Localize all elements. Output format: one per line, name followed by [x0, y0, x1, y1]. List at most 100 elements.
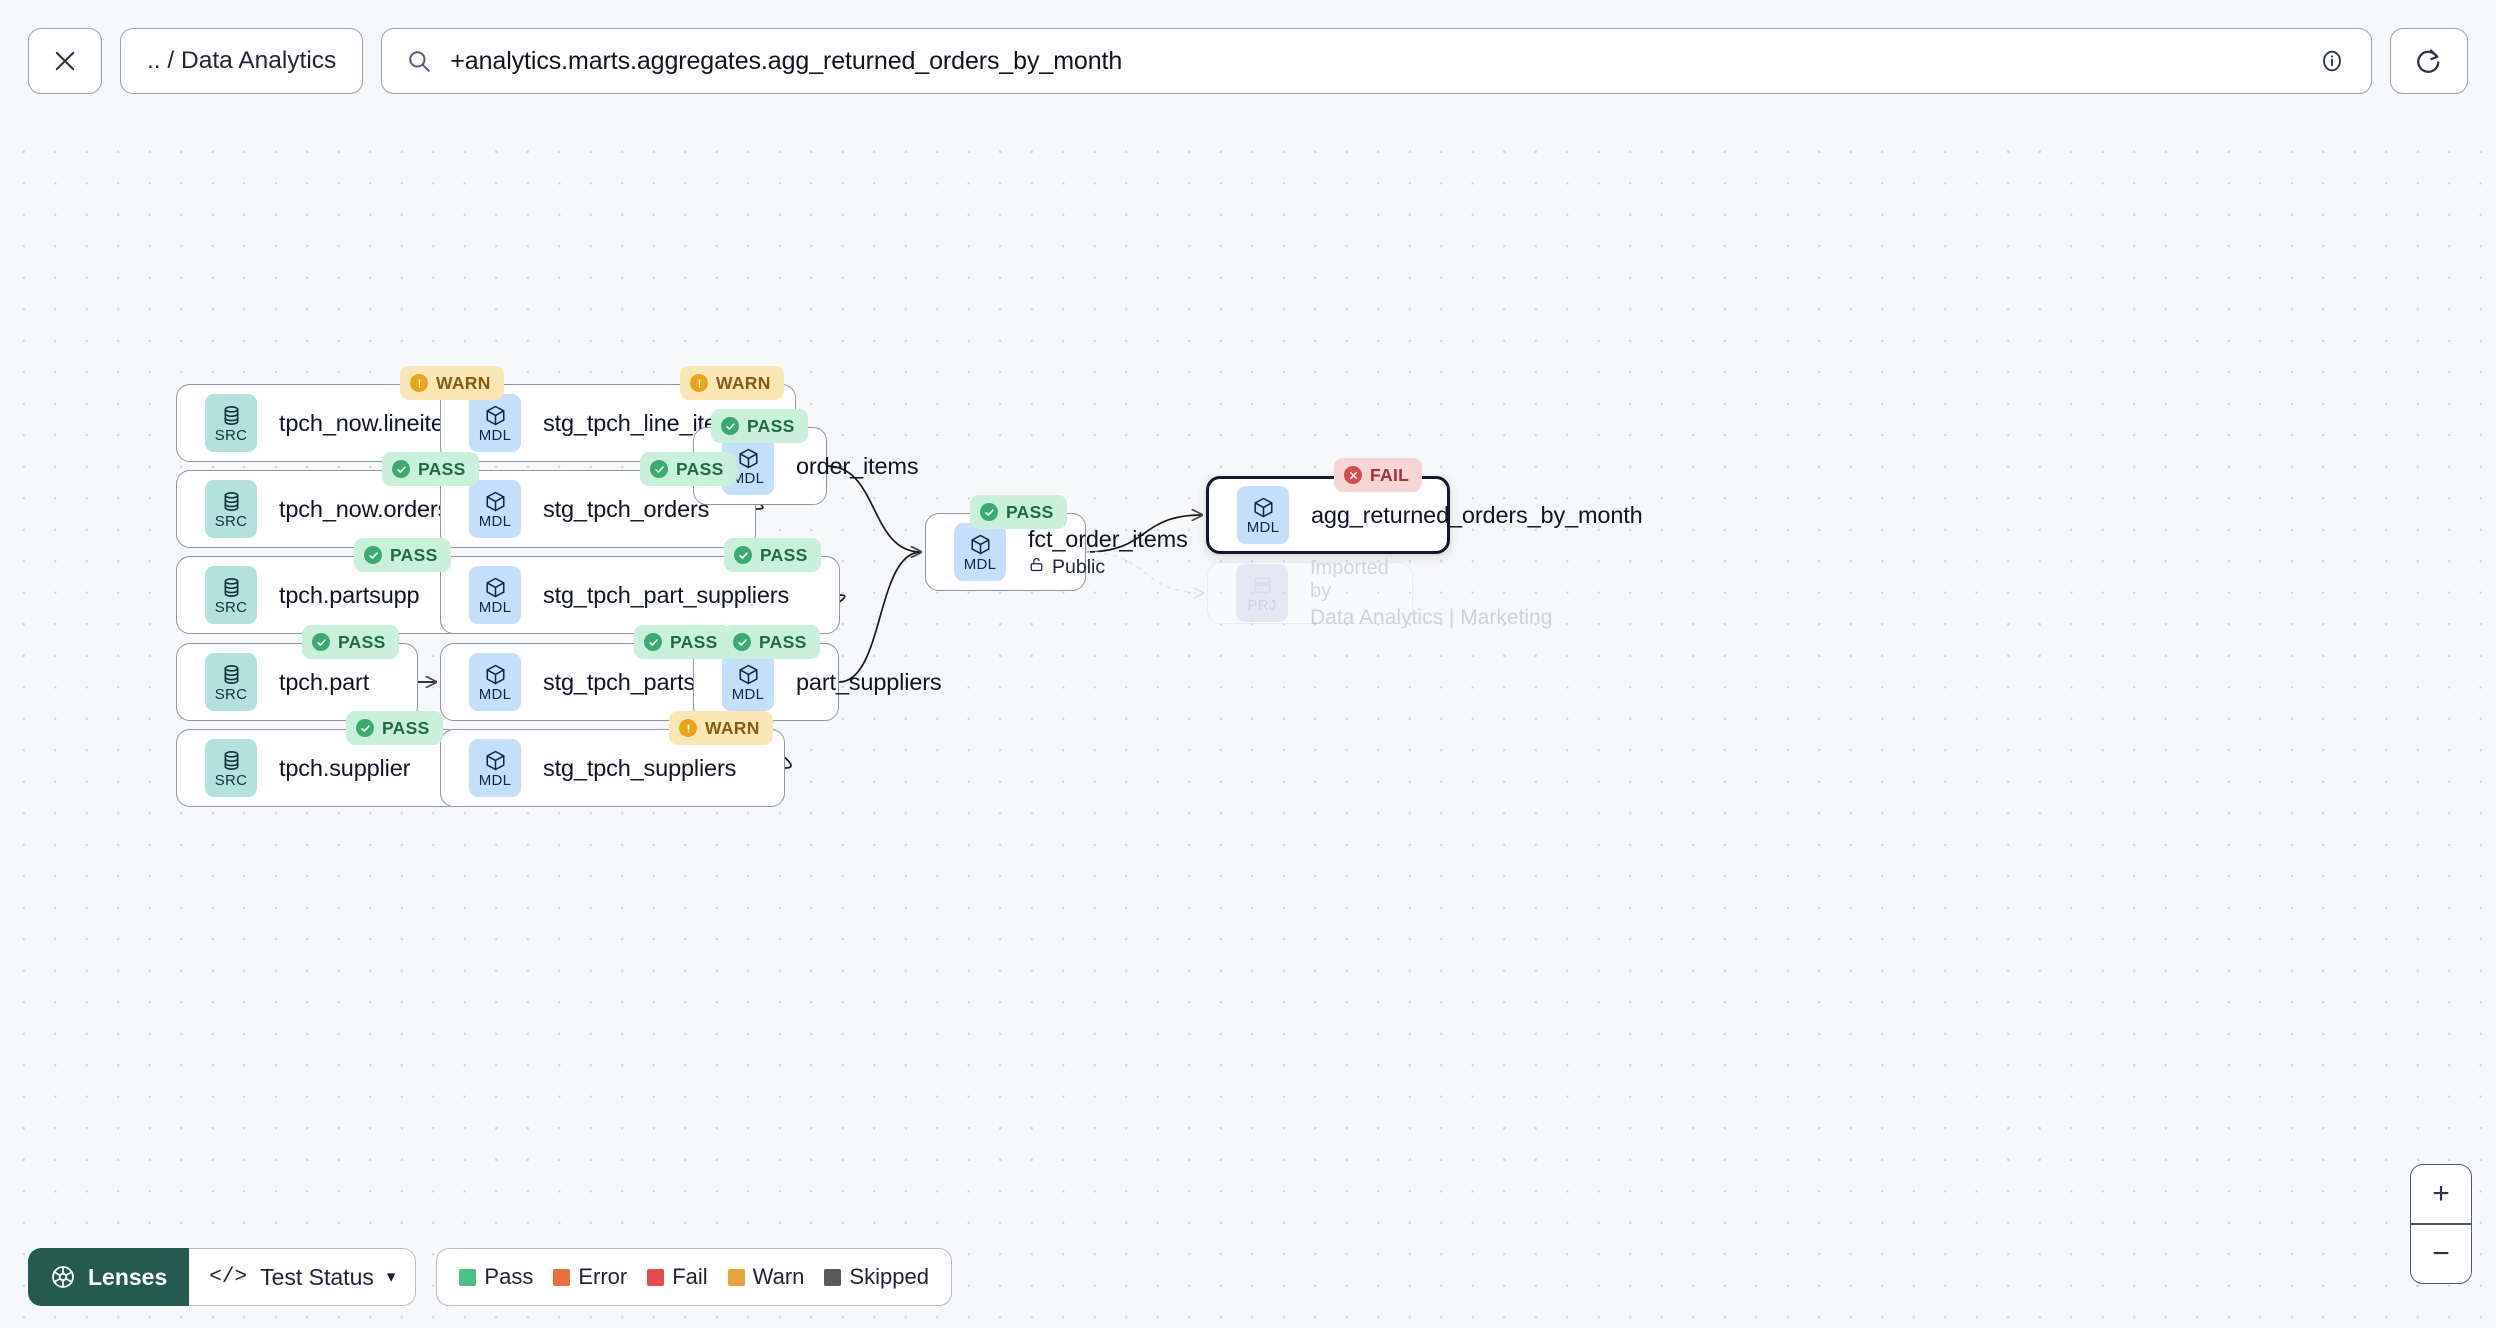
- breadcrumb[interactable]: .. / Data Analytics: [120, 28, 364, 94]
- node-text: agg_returned_orders_by_month: [1311, 502, 1643, 529]
- close-icon: [55, 51, 75, 71]
- status-badge-pass[interactable]: PASS: [346, 711, 443, 745]
- status-dot: [644, 633, 662, 651]
- status-badge-pass[interactable]: PASS: [302, 625, 399, 659]
- status-badge-pass[interactable]: PASS: [354, 538, 451, 572]
- legend-item-error[interactable]: Error: [553, 1264, 627, 1290]
- status-badge-pass[interactable]: PASS: [382, 452, 479, 486]
- node-type-label: MDL: [478, 512, 512, 530]
- status-dot: [679, 719, 697, 737]
- breadcrumb-label: .. / Data Analytics: [147, 47, 337, 74]
- src-icon: [220, 404, 243, 427]
- node-title: stg_tpch_parts: [543, 668, 696, 695]
- node-type-chip-mdl: MDL: [469, 653, 521, 711]
- status-dot: [690, 374, 708, 392]
- legend-item-warn[interactable]: Warn: [727, 1264, 804, 1290]
- refresh-button[interactable]: [2390, 28, 2468, 94]
- mdl-icon: [737, 663, 760, 686]
- info-icon[interactable]: [2319, 48, 2345, 74]
- legend-item-skipped[interactable]: Skipped: [824, 1264, 929, 1290]
- legend-item-pass[interactable]: Pass: [459, 1264, 533, 1290]
- status-badge-pass[interactable]: PASS: [723, 625, 820, 659]
- status-label: WARN: [716, 372, 771, 393]
- refresh-icon: [2417, 49, 2440, 73]
- status-badge-warn[interactable]: WARN: [400, 366, 504, 400]
- legend-swatch: [727, 1268, 745, 1286]
- status-dot: [650, 460, 668, 478]
- node-type-chip-src: SRC: [205, 480, 257, 538]
- status-badge-pass[interactable]: PASS: [724, 538, 821, 572]
- legend-label: Error: [578, 1264, 628, 1289]
- node-type-label: MDL: [731, 469, 765, 487]
- zoom-controls: + −: [2410, 1164, 2472, 1284]
- status-badge-warn[interactable]: WARN: [680, 366, 784, 400]
- search-input[interactable]: +analytics.marts.aggregates.agg_returned…: [381, 28, 2372, 94]
- node-type-label: SRC: [214, 685, 248, 703]
- node-type-chip-mdl: MDL: [1237, 486, 1289, 544]
- status-label: PASS: [382, 717, 430, 738]
- src-icon: [220, 663, 243, 686]
- close-button[interactable]: [28, 28, 102, 94]
- node-type-label: PRJ: [1247, 596, 1277, 614]
- test-status-dropdown[interactable]: </> Test Status ▾: [189, 1248, 417, 1306]
- mdl-icon: [737, 447, 760, 470]
- lenses-button[interactable]: Lenses: [28, 1248, 190, 1306]
- node-type-chip-prj: PRJ: [1236, 564, 1288, 622]
- status-legend: Pass Error Fail Warn Skipped: [436, 1248, 952, 1306]
- status-badge-fail[interactable]: FAIL: [1334, 458, 1423, 492]
- status-label: PASS: [418, 458, 466, 479]
- node-type-label: MDL: [1246, 518, 1280, 536]
- chevron-down-icon: ▾: [386, 1267, 396, 1286]
- status-badge-pass[interactable]: PASS: [640, 452, 737, 486]
- node-type-label: SRC: [214, 512, 248, 530]
- node-visibility-label: Public: [1052, 555, 1106, 578]
- status-dot: [312, 633, 330, 651]
- node-text: part_suppliers: [796, 669, 942, 696]
- legend-swatch: [647, 1268, 665, 1286]
- node-subtitle-top: Imported by: [1310, 556, 1389, 602]
- status-label: PASS: [390, 544, 438, 565]
- node-title: order_items: [796, 452, 919, 479]
- graph-node-tpch_supplier[interactable]: SRC tpch.supplier: [176, 729, 462, 807]
- node-type-chip-mdl: MDL: [469, 480, 521, 538]
- node-title: tpch.partsupp: [279, 581, 420, 608]
- node-type-label: SRC: [214, 771, 248, 789]
- node-title: tpch.part: [279, 668, 370, 695]
- status-dot: [980, 503, 998, 521]
- status-label: WARN: [705, 717, 760, 738]
- mdl-icon: [484, 663, 507, 686]
- edge-part_suppliers-to-fct_order_items: [838, 552, 921, 683]
- zoom-in-button[interactable]: +: [2411, 1165, 2471, 1224]
- node-title: tpch_now.lineitem: [279, 409, 464, 436]
- status-dot: [721, 417, 739, 435]
- status-badge-pass[interactable]: PASS: [711, 409, 808, 443]
- node-type-label: MDL: [478, 426, 512, 444]
- status-badge-pass[interactable]: PASS: [634, 625, 731, 659]
- zoom-out-button[interactable]: −: [2411, 1225, 2471, 1283]
- node-title: stg_tpch_suppliers: [543, 754, 737, 781]
- test-status-label: Test Status: [260, 1263, 374, 1290]
- bottom-toolbar: Lenses </> Test Status ▾ Pass Error Fail Wa…: [28, 1248, 952, 1306]
- node-text: stg_tpch_suppliers: [543, 755, 736, 782]
- status-badge-pass[interactable]: PASS: [970, 495, 1067, 529]
- legend-label: Skipped: [849, 1264, 929, 1289]
- status-label: FAIL: [1370, 464, 1410, 485]
- unlock-icon: [1028, 556, 1045, 579]
- src-icon: [220, 749, 243, 772]
- mdl-icon: [484, 749, 507, 772]
- search-query-text: +analytics.marts.aggregates.agg_returned…: [450, 46, 1123, 75]
- node-type-chip-mdl: MDL: [469, 394, 521, 452]
- node-title: tpch.supplier: [279, 754, 411, 781]
- node-type-label: MDL: [731, 685, 765, 703]
- status-label: PASS: [760, 544, 808, 565]
- node-type-label: MDL: [478, 771, 512, 789]
- status-dot: [1344, 466, 1362, 484]
- node-text: tpch_now.lineitem: [279, 410, 463, 437]
- legend-item-fail[interactable]: Fail: [647, 1264, 708, 1290]
- node-text: order_items: [796, 452, 919, 480]
- status-badge-warn[interactable]: WARN: [669, 711, 773, 745]
